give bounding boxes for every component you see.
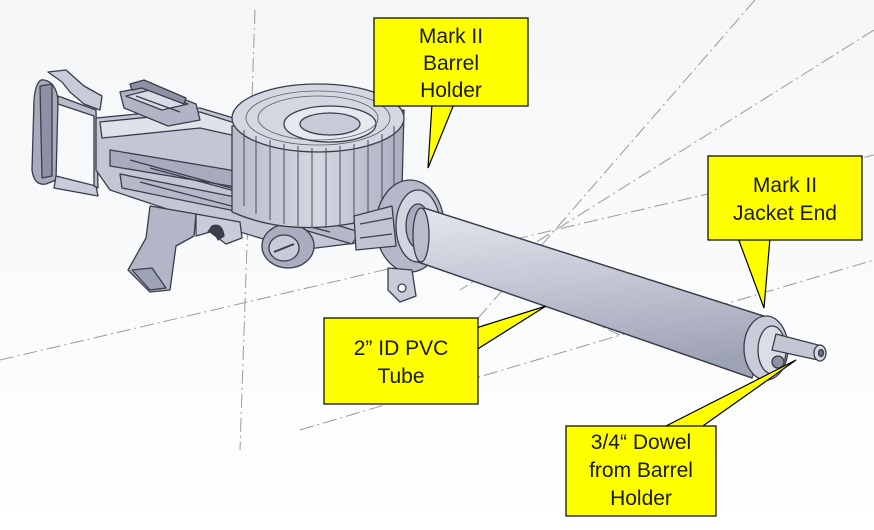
- callout-label-line: 3/4“ Dowel: [591, 431, 691, 454]
- construction-line: [459, 29, 874, 291]
- callout-dowel: 3/4“ Dowel from Barrel Holder: [565, 359, 797, 517]
- callout-label-line: 2” ID PVC: [354, 337, 449, 360]
- gun-model: [31, 69, 827, 381]
- callout-box: [373, 17, 529, 107]
- callout-label-line: Barrel: [423, 52, 479, 75]
- callout-label-line: Tube: [377, 365, 424, 388]
- callout-barrel-holder: Mark II Barrel Holder: [373, 17, 529, 169]
- callout-label-line: from Barrel: [589, 459, 693, 482]
- callout-box: [565, 425, 717, 517]
- callout-label-line: Mark II: [753, 174, 817, 197]
- callout-pvc-tube: 2” ID PVC Tube: [323, 305, 547, 405]
- callout-label-line: Mark II: [419, 25, 483, 48]
- dowel-part: [771, 333, 827, 362]
- spade-grip: [31, 69, 103, 197]
- rear-sight: [119, 79, 201, 127]
- callout-label-line: Holder: [420, 79, 482, 102]
- pistol-grip: [127, 205, 243, 293]
- callout-box: [707, 155, 863, 241]
- pan-magazine: [231, 83, 405, 229]
- pvc-tube-part: [412, 207, 771, 379]
- construction-line: [419, 0, 756, 386]
- callout-box: [323, 317, 479, 405]
- callout-label-line: Holder: [610, 487, 672, 510]
- cocking-handle: [261, 223, 315, 269]
- callout-jacket-end: Mark II Jacket End: [707, 155, 863, 309]
- callout-label-line: Jacket End: [733, 202, 837, 225]
